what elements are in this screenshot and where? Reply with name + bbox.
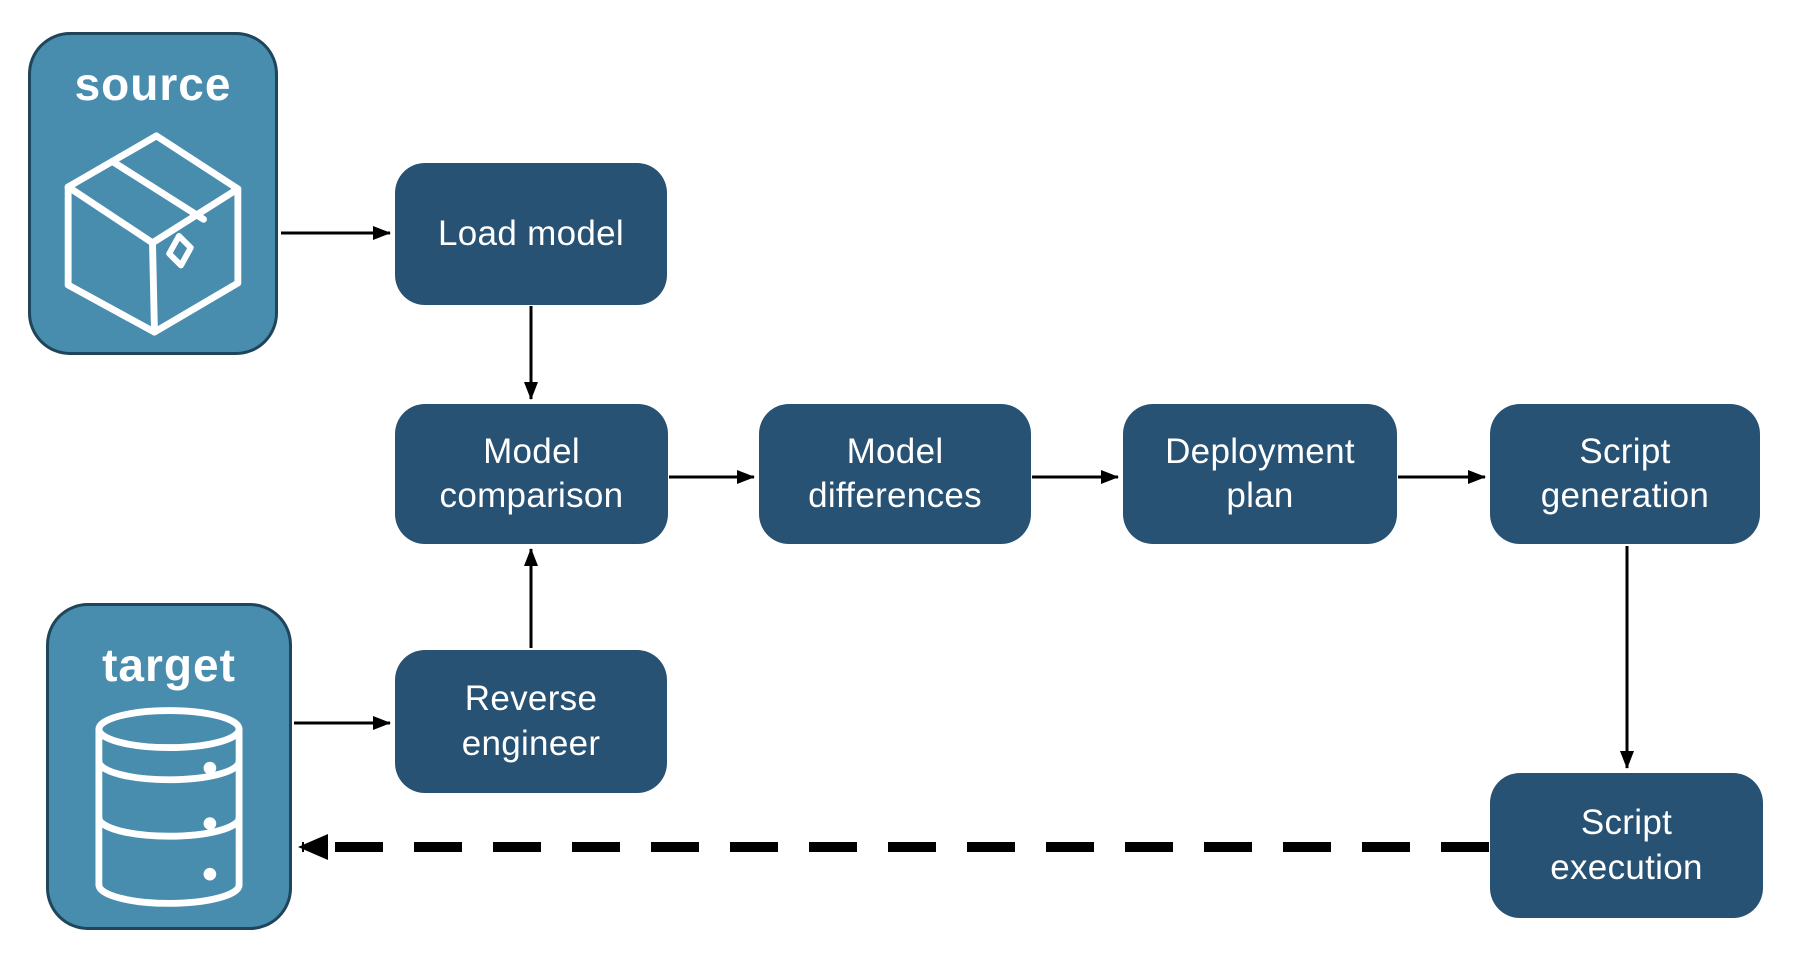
- node-label: Model comparison: [439, 431, 624, 515]
- database-icon: [95, 707, 243, 907]
- endpoint-source: source: [28, 32, 278, 355]
- endpoint-target: target: [46, 603, 292, 930]
- source-label: source: [74, 58, 232, 110]
- node-label: Model differences: [808, 431, 982, 515]
- node-label: Script execution: [1550, 803, 1703, 887]
- node-script-generation: Script generation: [1490, 404, 1760, 544]
- node-script-execution: Script execution: [1490, 773, 1763, 918]
- node-label: Deployment plan: [1165, 431, 1355, 515]
- package-box-icon: [64, 132, 242, 336]
- node-model-comparison: Model comparison: [395, 404, 668, 544]
- node-label: Script generation: [1540, 431, 1710, 515]
- node-label: Reverse engineer: [461, 679, 601, 763]
- node-load-model: Load model: [395, 163, 667, 305]
- node-deployment-plan: Deployment plan: [1123, 404, 1397, 544]
- target-label: target: [102, 639, 236, 691]
- node-model-differences: Model differences: [759, 404, 1031, 544]
- node-label: Load model: [438, 213, 624, 253]
- node-reverse-engineer: Reverse engineer: [395, 650, 667, 793]
